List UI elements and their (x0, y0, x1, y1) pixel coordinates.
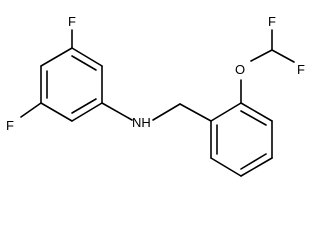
bond-to-f-bottom (20, 102, 42, 118)
bond (71, 102, 103, 122)
fluorine-label-chf2-left: F (268, 14, 276, 29)
bond-ring-to-nh (101, 102, 133, 121)
bond-ch2-to-ring (179, 103, 212, 122)
bond (240, 102, 273, 122)
phenyl-ring (210, 102, 273, 177)
bond (40, 47, 73, 67)
double-bond-inner (240, 110, 267, 126)
bond-o-to-chf2 (250, 49, 273, 62)
bond (210, 157, 242, 177)
double-bond-inner (240, 153, 267, 170)
fluorine-label-ring-bottom: F (6, 118, 14, 133)
double-bond-inner (71, 98, 97, 114)
bond (210, 102, 242, 122)
oxygen-label: O (235, 62, 245, 77)
bond (240, 157, 273, 177)
fluorine-label-chf2-right: F (297, 62, 305, 77)
double-bond-inner (71, 55, 97, 71)
bond (40, 102, 73, 122)
bond-nh-to-ch2 (152, 103, 181, 121)
bond-chf2-to-f-right (271, 49, 295, 63)
structure-diagram: F F NH O F F (6, 14, 305, 177)
difluorophenyl-ring (20, 29, 103, 122)
fluorine-label-ring-top: F (68, 14, 76, 29)
bond (71, 47, 103, 67)
amine-label: NH (132, 115, 151, 130)
